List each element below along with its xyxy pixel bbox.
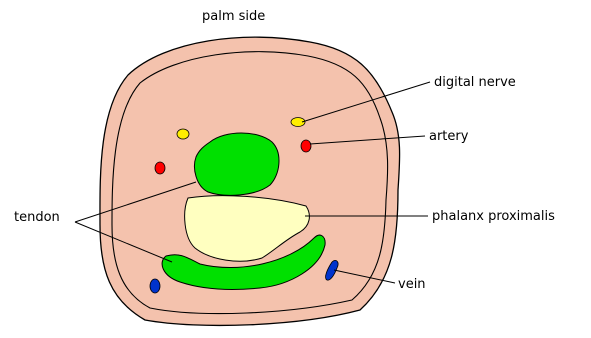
label-artery: artery [429, 129, 469, 144]
label-digital-nerve: digital nerve [434, 75, 516, 90]
diagram-title: palm side [202, 9, 265, 24]
label-vein: vein [398, 277, 426, 292]
artery-left [155, 162, 165, 174]
vein-left [150, 279, 160, 293]
digital-nerve-left [177, 129, 189, 139]
artery-right [301, 140, 311, 152]
label-tendon: tendon [14, 210, 60, 225]
label-phalanx: phalanx proximalis [432, 209, 555, 224]
